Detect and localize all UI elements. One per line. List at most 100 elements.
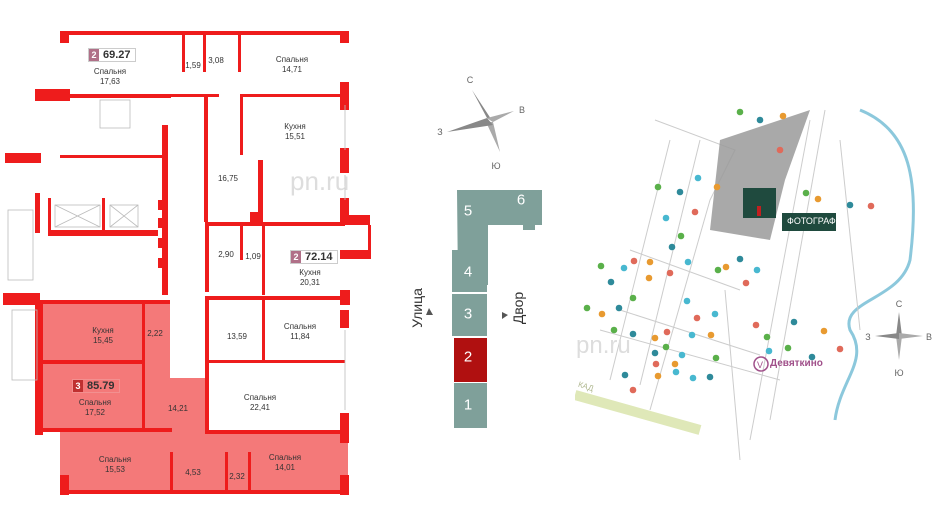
poi-pin[interactable] [672, 368, 680, 376]
poi-pin[interactable] [814, 195, 822, 203]
poi-pin[interactable] [691, 208, 699, 216]
poi-pin[interactable] [620, 264, 628, 272]
interior-fixtures [7, 99, 346, 410]
room-area: 11,84 [290, 332, 310, 341]
room-area: 20,31 [299, 278, 321, 287]
poi-pin[interactable] [689, 374, 697, 382]
poi-pin[interactable] [666, 269, 674, 277]
svg-text:pn.ru: pn.ru [576, 332, 631, 359]
selected-apartment-area[interactable] [35, 300, 348, 494]
poi-pin[interactable] [607, 278, 615, 286]
compass-north: С [466, 75, 474, 85]
section-6[interactable]: 6 [516, 191, 526, 209]
poi-pin[interactable] [678, 351, 686, 359]
poi-pin[interactable] [694, 174, 702, 182]
poi-pin[interactable] [846, 201, 854, 209]
poi-pin[interactable] [630, 257, 638, 265]
poi-pin[interactable] [668, 243, 676, 251]
poi-pin[interactable] [677, 232, 685, 240]
floor-plan: pn.ru [3, 31, 371, 495]
apartment-area: 69.27 [103, 49, 131, 61]
poi-pin[interactable] [736, 108, 744, 116]
room-label: 3,08 [208, 56, 224, 66]
poi-pin[interactable] [629, 386, 637, 394]
poi-pin[interactable] [820, 327, 828, 335]
poi-pin[interactable] [621, 371, 629, 379]
project-marker[interactable] [743, 188, 776, 218]
section-3[interactable]: 3 [463, 305, 473, 323]
poi-pin[interactable] [652, 360, 660, 368]
poi-pin[interactable] [676, 188, 684, 196]
poi-pin[interactable] [802, 189, 810, 197]
section-2-selected[interactable]: 2 [463, 348, 473, 366]
room-label: 2,22 [147, 329, 163, 339]
section-5[interactable]: 5 [463, 202, 473, 220]
room-name: Кухня [284, 122, 306, 131]
poi-pin[interactable] [645, 274, 653, 282]
project-label[interactable]: ФОТОГРАФ [787, 216, 836, 226]
poi-pin[interactable] [693, 314, 701, 322]
poi-pin[interactable] [598, 310, 606, 318]
poi-pin[interactable] [765, 347, 773, 355]
poi-pin[interactable] [867, 202, 875, 210]
section-1[interactable]: 1 [463, 396, 473, 414]
poi-pin[interactable] [629, 294, 637, 302]
poi-pin[interactable] [663, 328, 671, 336]
poi-pin[interactable] [684, 258, 692, 266]
poi-pin[interactable] [790, 318, 798, 326]
poi-pin[interactable] [671, 360, 679, 368]
poi-pin[interactable] [763, 333, 771, 341]
poi-pin[interactable] [610, 326, 618, 334]
poi-pin[interactable] [629, 330, 637, 338]
rooms-count: 2 [89, 49, 99, 61]
section-4[interactable]: 4 [463, 263, 473, 281]
room-label: 1,09 [245, 252, 261, 262]
watermark: pn.ru [290, 166, 349, 196]
room-area: 1,59 [185, 61, 201, 70]
poi-pin[interactable] [583, 304, 591, 312]
poi-pin[interactable] [597, 262, 605, 270]
poi-pin[interactable] [784, 344, 792, 352]
poi-pin[interactable] [714, 266, 722, 274]
poi-pin[interactable] [662, 343, 670, 351]
poi-pin[interactable] [722, 263, 730, 271]
poi-pin[interactable] [836, 345, 844, 353]
svg-text:V: V [757, 360, 763, 370]
poi-pin[interactable] [654, 183, 662, 191]
poi-pin[interactable] [742, 279, 750, 287]
poi-pin[interactable] [651, 349, 659, 357]
poi-pin[interactable] [712, 354, 720, 362]
poi-pin[interactable] [779, 112, 787, 120]
poi-pin[interactable] [651, 334, 659, 342]
poi-pin[interactable] [654, 372, 662, 380]
poi-pin[interactable] [646, 258, 654, 266]
poi-pin[interactable] [683, 297, 691, 305]
yard-label: Двор [510, 291, 527, 325]
apartment-area: 72.14 [305, 251, 333, 263]
poi-pin[interactable] [706, 373, 714, 381]
poi-pin[interactable] [736, 255, 744, 263]
walls [3, 31, 371, 495]
poi-pin[interactable] [615, 304, 623, 312]
room-area: 14,21 [167, 404, 189, 413]
poi-pin[interactable] [711, 310, 719, 318]
room-area: 4,53 [185, 468, 201, 477]
poi-pin[interactable] [752, 321, 760, 329]
poi-pin[interactable] [713, 183, 721, 191]
poi-pin[interactable] [776, 146, 784, 154]
room-area: 16,75 [217, 174, 239, 183]
poi-pin[interactable] [707, 331, 715, 339]
room-label: 13,59 [227, 332, 247, 342]
poi-pin[interactable] [753, 266, 761, 274]
compass-east: В [518, 105, 526, 115]
map-compass-south: Ю [894, 368, 904, 378]
poi-pin[interactable] [756, 116, 764, 124]
poi-pin[interactable] [688, 331, 696, 339]
room-name: Спальня [283, 322, 317, 331]
poi-pin[interactable] [662, 214, 670, 222]
